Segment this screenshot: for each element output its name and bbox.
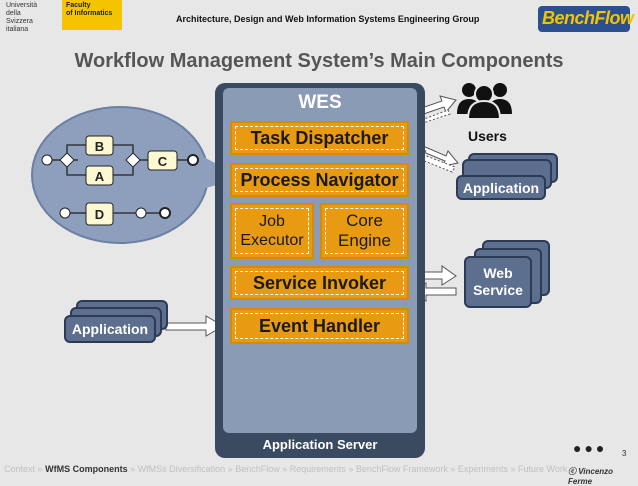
breadcrumb-wfms-components[interactable]: WfMS Components [45,464,128,474]
application-server-label: Application Server [262,437,378,452]
slide-title: Workflow Management System’s Main Compon… [74,50,564,72]
breadcrumb-benchflow-framework[interactable]: BenchFlow Framework [355,464,448,474]
split-gateway [59,152,75,168]
application-left: Application [64,315,156,343]
breadcrumb-benchflow[interactable]: BenchFlow [235,464,280,474]
more-dots: ●●● [573,440,608,456]
arrow-from-left-application [165,315,224,337]
task-b-label: B [95,139,104,154]
application-right: Application [456,175,546,200]
benchflow-logo-text: BenchFlow [542,8,634,28]
users-label: Users [468,128,507,144]
benchflow-logo [538,6,630,32]
task-c-label: C [158,154,168,169]
breadcrumb-experiments[interactable]: Experiments [457,464,508,474]
wes-title: WES [298,92,342,113]
start-event-2 [59,207,71,219]
breadcrumb-context[interactable]: Context [4,464,36,474]
breadcrumb: Context » WfMS Components » WfMSs Divers… [4,464,575,474]
breadcrumb-future-work[interactable]: Future Work [518,464,568,474]
event-handler: Event Handler [230,308,409,344]
start-event [41,154,53,166]
research-group-name: Architecture, Design and Web Information… [176,14,480,24]
task-b [85,135,114,156]
breadcrumb-requirements[interactable]: Requirements [289,464,346,474]
task-c [147,150,178,171]
task-a [85,165,114,186]
join-gateway [125,152,141,168]
service-invoker: Service Invoker [230,266,409,300]
intermediate-event [135,207,147,219]
page-number: 3 [622,449,627,458]
faculty-logo-box [62,0,122,30]
task-a-label: A [95,169,105,184]
task-d [85,202,114,226]
end-event [187,154,199,166]
task-d-label: D [95,207,104,222]
process-navigator: Process Navigator [230,163,409,197]
breadcrumb-wfmss-diversification[interactable]: WfMSs Diversification [137,464,226,474]
users-icon [457,83,512,120]
task-dispatcher: Task Dispatcher [230,121,409,155]
author-name: ⓒ Vincenzo Ferme [568,467,614,486]
end-event-2 [159,207,171,219]
